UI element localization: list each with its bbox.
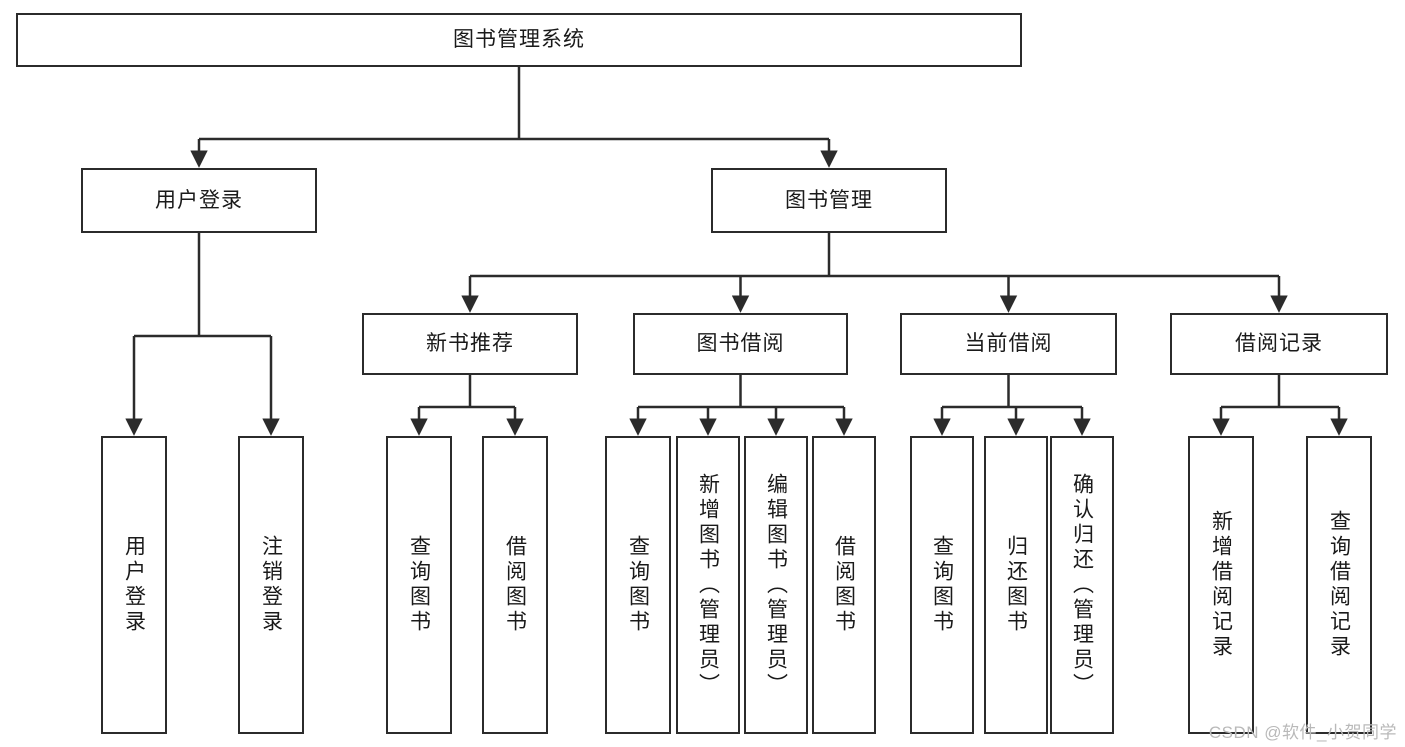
- node-label: 用户登录: [122, 535, 146, 635]
- node-leaf-add-book[interactable]: 新增图书（管理员）: [676, 436, 740, 734]
- node-label: 借阅图书: [832, 535, 856, 635]
- node-label: 确认归还（管理员）: [1070, 472, 1094, 698]
- node-leaf-user-login[interactable]: 用户登录: [101, 436, 167, 734]
- node-label: 编辑图书（管理员）: [764, 472, 788, 698]
- node-leaf-add-record[interactable]: 新增借阅记录: [1188, 436, 1254, 734]
- node-label: 查询借阅记录: [1327, 510, 1351, 660]
- node-leaf-logout[interactable]: 注销登录: [238, 436, 304, 734]
- node-label: 图书借阅: [696, 332, 785, 356]
- node-leaf-edit-book[interactable]: 编辑图书（管理员）: [744, 436, 808, 734]
- node-leaf-query-book-cur[interactable]: 查询图书: [910, 436, 974, 734]
- node-leaf-query-book-borrow[interactable]: 查询图书: [605, 436, 671, 734]
- node-new-book-rec[interactable]: 新书推荐: [362, 313, 578, 375]
- node-label: 新增借阅记录: [1209, 510, 1233, 660]
- node-label: 注销登录: [259, 535, 283, 635]
- node-label: 借阅图书: [503, 535, 527, 635]
- node-leaf-query-record[interactable]: 查询借阅记录: [1306, 436, 1372, 734]
- node-current-borrow[interactable]: 当前借阅: [900, 313, 1117, 375]
- watermark-label: CSDN @软件_小贺同学: [1208, 723, 1397, 742]
- node-label: 查询图书: [626, 535, 650, 635]
- node-label: 新书推荐: [426, 332, 514, 356]
- node-root[interactable]: 图书管理系统: [16, 13, 1022, 67]
- node-label: 借阅记录: [1235, 332, 1323, 356]
- node-label: 查询图书: [407, 535, 431, 635]
- node-leaf-return-book[interactable]: 归还图书: [984, 436, 1048, 734]
- node-label: 新增图书（管理员）: [696, 472, 720, 698]
- node-label: 查询图书: [930, 535, 954, 635]
- node-leaf-borrow-book[interactable]: 借阅图书: [812, 436, 876, 734]
- node-label: 图书管理系统: [453, 28, 585, 52]
- node-label: 图书管理: [785, 188, 873, 212]
- node-label: 用户登录: [155, 188, 243, 212]
- node-label: 当前借阅: [964, 332, 1053, 356]
- node-book-borrow[interactable]: 图书借阅: [633, 313, 848, 375]
- node-label: 归还图书: [1004, 535, 1028, 635]
- node-leaf-confirm-return[interactable]: 确认归还（管理员）: [1050, 436, 1114, 734]
- node-book-manage[interactable]: 图书管理: [711, 168, 947, 233]
- node-leaf-query-book-rec[interactable]: 查询图书: [386, 436, 452, 734]
- node-leaf-borrow-book-rec[interactable]: 借阅图书: [482, 436, 548, 734]
- node-user-login[interactable]: 用户登录: [81, 168, 317, 233]
- node-borrow-record[interactable]: 借阅记录: [1170, 313, 1388, 375]
